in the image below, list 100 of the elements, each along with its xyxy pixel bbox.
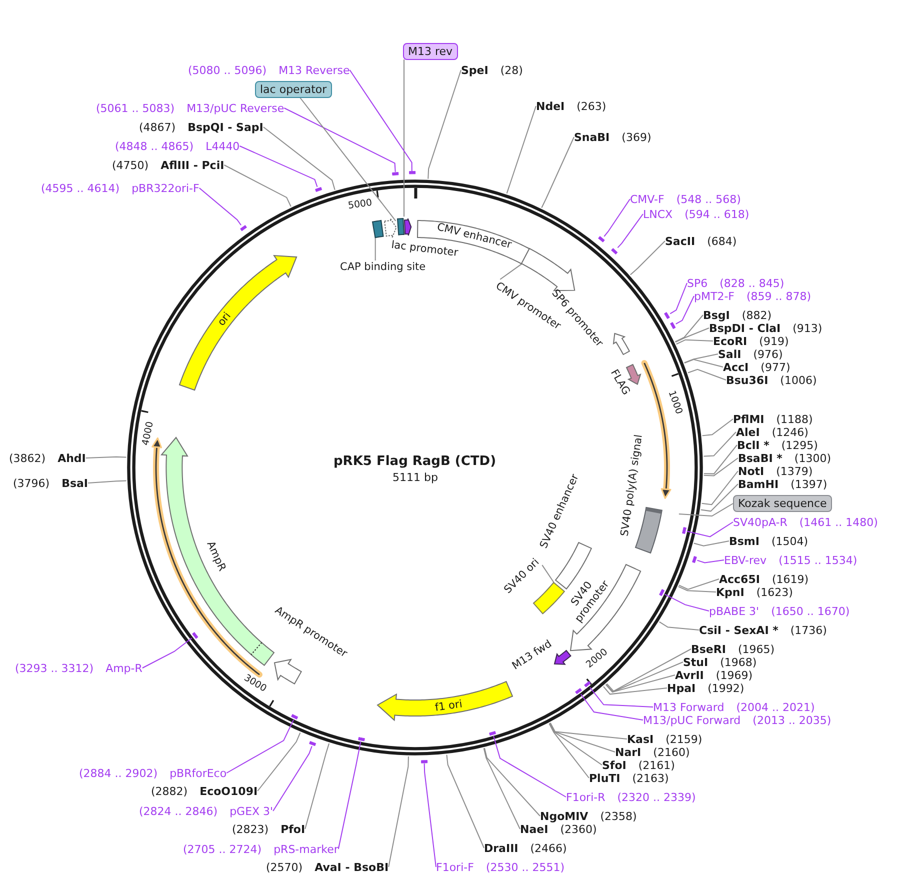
leader-line <box>226 719 294 774</box>
leader-line <box>605 674 676 693</box>
primer-name: pBR322ori-F <box>132 182 200 194</box>
cut-site-position: (2882) <box>151 784 188 798</box>
enzyme-name: BsgI <box>703 308 730 322</box>
leader-line <box>483 748 520 830</box>
primer-name: F1ori-F <box>436 860 474 874</box>
leader-line <box>428 70 462 180</box>
leader-line <box>703 458 738 476</box>
enzyme-name: CsiI - SexAI * <box>699 624 778 636</box>
enzyme-name: BamHI <box>738 478 779 490</box>
leader-line <box>550 722 616 752</box>
leader-line <box>702 418 734 436</box>
cut-site-position: (2160) <box>653 746 690 758</box>
primer-site-feature <box>403 216 413 237</box>
cut-site-position: (4750) <box>112 158 149 172</box>
primer-binding-range: (2013 .. 2035) <box>752 714 832 726</box>
primer-name: M13 Reverse <box>278 64 350 76</box>
leader-line <box>446 754 484 848</box>
leader-line <box>506 106 536 194</box>
primer-name: SV40pA-R <box>733 516 788 528</box>
cut-site-position: (2823) <box>232 822 269 836</box>
enzyme-name: AleI <box>736 426 760 438</box>
enzyme-name: NdeI <box>536 100 565 112</box>
enzyme-name: AhdI <box>58 452 86 464</box>
origin-box <box>532 580 566 615</box>
leader-line <box>686 522 734 538</box>
cut-site-position: (1623) <box>756 586 793 598</box>
primer-site-mark <box>575 688 582 694</box>
cut-site-position: (1968) <box>720 656 757 668</box>
cut-site-position: (977) <box>760 360 790 374</box>
operator-box <box>396 217 406 237</box>
primer-name: pBABE 3' <box>709 604 760 618</box>
leader-line <box>617 214 644 248</box>
leader-line <box>580 694 644 720</box>
primer-binding-range: (1650 .. 1670) <box>771 604 850 618</box>
leader-line <box>701 470 738 506</box>
primer-binding-range: (3293 .. 3312) <box>15 662 94 674</box>
primer-name: pRS-marker <box>274 842 338 856</box>
primer-binding-range: (5061 .. 5083) <box>96 102 175 114</box>
cut-site-position: (1965) <box>738 642 775 656</box>
primer-binding-range: (5080 .. 5096) <box>188 64 267 76</box>
enzyme-name: KpnI <box>716 586 744 598</box>
cut-site-position: (913) <box>792 322 822 334</box>
leader-line <box>542 564 554 583</box>
primer-binding-range: (4848 .. 4865) <box>115 140 194 152</box>
enzyme-name: SfoI <box>602 758 626 772</box>
leader-line <box>688 368 726 380</box>
cut-site-position: (1397) <box>790 478 828 490</box>
enzyme-name: EcoRI <box>713 334 748 348</box>
enzyme-name: BspDI - ClaI <box>709 322 781 334</box>
primer-binding-range: (2530 .. 2551) <box>486 860 564 874</box>
primer-site-mark <box>291 714 298 720</box>
leader-line <box>664 594 710 612</box>
primer-binding-range: (594 .. 618) <box>684 208 750 220</box>
leader-line <box>257 732 301 792</box>
enzyme-name: Acc65I <box>719 572 760 586</box>
cut-site-position: (684) <box>707 234 737 248</box>
primer-site-mark <box>309 741 316 746</box>
cut-site-position: (1188) <box>776 412 813 426</box>
cut-site-position: (1736) <box>790 624 827 636</box>
primer-name: L4440 <box>206 140 240 152</box>
leader-line <box>299 97 396 222</box>
cut-site-position: (1619) <box>772 572 809 586</box>
leader-line <box>676 339 714 345</box>
leader-line <box>630 240 666 276</box>
cut-site-position: (1006) <box>780 374 817 386</box>
feature-tag: Kozak sequence <box>733 495 832 512</box>
feature-tag: lac operator <box>255 80 332 98</box>
leader-line <box>589 686 654 708</box>
primer-binding-range: (1461 .. 1480) <box>799 516 878 528</box>
plasmid-length: 5111 bp <box>392 470 438 484</box>
cut-site-position: (1969) <box>716 668 752 682</box>
enzyme-name: KasI <box>627 732 654 746</box>
cut-site-position: (919) <box>759 334 789 348</box>
leader-line <box>304 742 330 830</box>
leader-line <box>549 722 602 766</box>
primer-binding-range: (4595 .. 4614) <box>41 182 120 194</box>
cut-site-position: (369) <box>622 130 652 144</box>
leader-line <box>658 621 700 630</box>
enzyme-name: SpeI <box>461 64 488 76</box>
primer-site-mark <box>584 681 591 688</box>
primer-binding-range: (2004 .. 2021) <box>736 700 815 714</box>
primer-name: CMV-F <box>630 192 664 206</box>
leader-line <box>670 282 688 314</box>
tick-label: 4000 <box>140 420 156 447</box>
cut-site-position: (1992) <box>708 682 744 694</box>
primer-site-mark <box>598 236 605 243</box>
primer-site-mark <box>392 172 399 176</box>
primer-binding-range: (1515 .. 1534) <box>778 554 858 566</box>
leader-line <box>338 740 362 850</box>
enzyme-name: SnaBI <box>574 130 610 144</box>
leader-line <box>349 70 412 172</box>
enzyme-name: NgoMIV <box>540 810 588 822</box>
binding-site-box <box>371 219 385 240</box>
leader-line <box>678 578 720 590</box>
leader-line <box>272 746 312 812</box>
leader-line <box>674 328 710 343</box>
cut-site-position: (1246) <box>772 426 808 438</box>
leader-line <box>262 126 336 190</box>
